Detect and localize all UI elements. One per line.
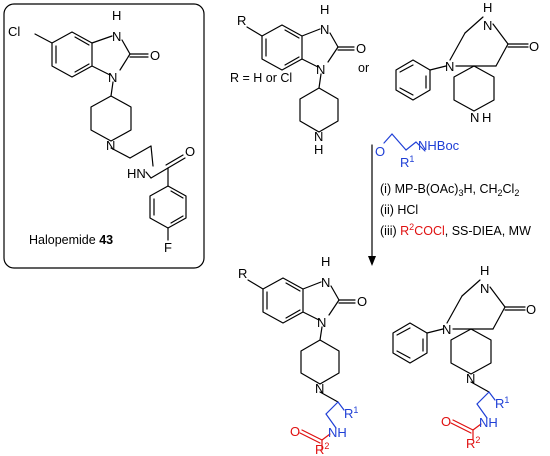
start1-n-top-label: N xyxy=(320,22,329,37)
halopemide-h-label: H xyxy=(112,8,121,23)
halopemide-fluorophenyl xyxy=(149,185,187,229)
halopemide-hn-label: HN xyxy=(127,166,146,181)
halopemide-piperidine xyxy=(90,95,132,142)
start2-structure: H N O N N H xyxy=(395,0,539,125)
product2-n-top-label: N xyxy=(480,281,489,296)
start1-piperidine xyxy=(299,87,339,133)
start1-n-bottom-label: N xyxy=(316,62,325,77)
product2-h-label: H xyxy=(480,263,489,278)
aldehyde-reagent: O NHBoc R1 xyxy=(375,133,460,170)
start2-nh-n-label: N xyxy=(470,110,479,125)
start2-nh-h-label: H xyxy=(482,110,491,125)
start2-piperidine xyxy=(453,65,495,112)
start2-o-label: O xyxy=(529,39,539,54)
product2-n-piperidine-label: N xyxy=(466,371,475,386)
start2-phenyl xyxy=(395,59,431,101)
product2-phenyl xyxy=(392,322,428,364)
halopemide-n-bottom-label: N xyxy=(108,70,117,85)
start1-structure: R H N O N N H xyxy=(237,2,366,157)
halopemide-cl-label: Cl xyxy=(8,24,20,39)
start1-nh-h-label: H xyxy=(314,142,323,157)
nhboc-label: NHBoc xyxy=(418,138,460,153)
condition-step3: (iii) R2COCl, SS-DIEA, MW xyxy=(380,222,531,238)
condition-step2: (ii) HCl xyxy=(380,203,418,217)
product1-o-label: O xyxy=(357,294,367,309)
product2-o-label: O xyxy=(526,302,536,317)
product2-nh-label: NH xyxy=(479,415,498,430)
product1-structure: R H N O N N R1 NH O R2 xyxy=(238,254,367,456)
halopemide-f-label: F xyxy=(164,240,172,255)
halopemide-n-top-label: N xyxy=(112,29,121,44)
product1-n-piperidine-label: N xyxy=(315,381,324,396)
product1-n-top-label: N xyxy=(321,275,330,290)
product1-r2-label: R2 xyxy=(315,441,329,456)
product2-n-left-label: N xyxy=(442,322,451,337)
halopemide-structure: Cl H N O N N HN O F Halopemide 43 xyxy=(3,3,205,269)
halopemide-caption: Halopemide 43 xyxy=(29,233,113,247)
start2-n-top-label: N xyxy=(483,18,492,33)
product2-piperidine xyxy=(450,328,492,375)
aldehyde-r1-label: R1 xyxy=(400,154,414,170)
product1-piperidine xyxy=(300,339,340,385)
halopemide-name: Halopemide xyxy=(29,233,96,247)
halopemide-benzene xyxy=(51,31,93,78)
start1-o-label: O xyxy=(356,41,366,56)
halopemide-number: 43 xyxy=(99,233,113,247)
start1-r-label: R xyxy=(237,13,246,28)
or-label: or xyxy=(358,61,369,75)
product2-r2-label: R2 xyxy=(466,435,480,451)
product1-r1-label: R1 xyxy=(344,405,358,421)
product1-nh-label: NH xyxy=(328,425,347,440)
halopemide-frame xyxy=(3,3,205,269)
start1-h-label: H xyxy=(320,2,329,17)
start1-nh-n-label: N xyxy=(314,129,323,144)
product1-o-amide-label: O xyxy=(290,424,300,439)
r-definition: R = H or Cl xyxy=(230,71,292,85)
halopemide-n-piperidine-label: N xyxy=(106,138,115,153)
product2-r1-label: R1 xyxy=(495,395,509,411)
start1-benzene xyxy=(261,24,303,71)
halopemide-o-urea-label: O xyxy=(150,48,160,63)
halopemide-o-amide-label: O xyxy=(185,144,195,159)
condition-step1: (i) MP-B(OAc)3H, CH2Cl2 xyxy=(380,182,519,198)
start2-h-label: H xyxy=(483,0,492,15)
product2-o-amide-label: O xyxy=(441,414,451,429)
product1-n-bottom-label: N xyxy=(317,315,326,330)
start2-n-left-label: N xyxy=(445,59,454,74)
product2-structure: H N O N N R1 NH O R2 xyxy=(392,263,536,451)
reaction-arrow xyxy=(368,144,376,266)
product1-r-label: R xyxy=(238,266,247,281)
product1-benzene xyxy=(262,277,304,324)
reaction-conditions: (i) MP-B(OAc)3H, CH2Cl2 (ii) HCl (iii) R… xyxy=(380,182,531,238)
aldehyde-o-label: O xyxy=(375,144,385,159)
product1-h-label: H xyxy=(321,254,330,269)
